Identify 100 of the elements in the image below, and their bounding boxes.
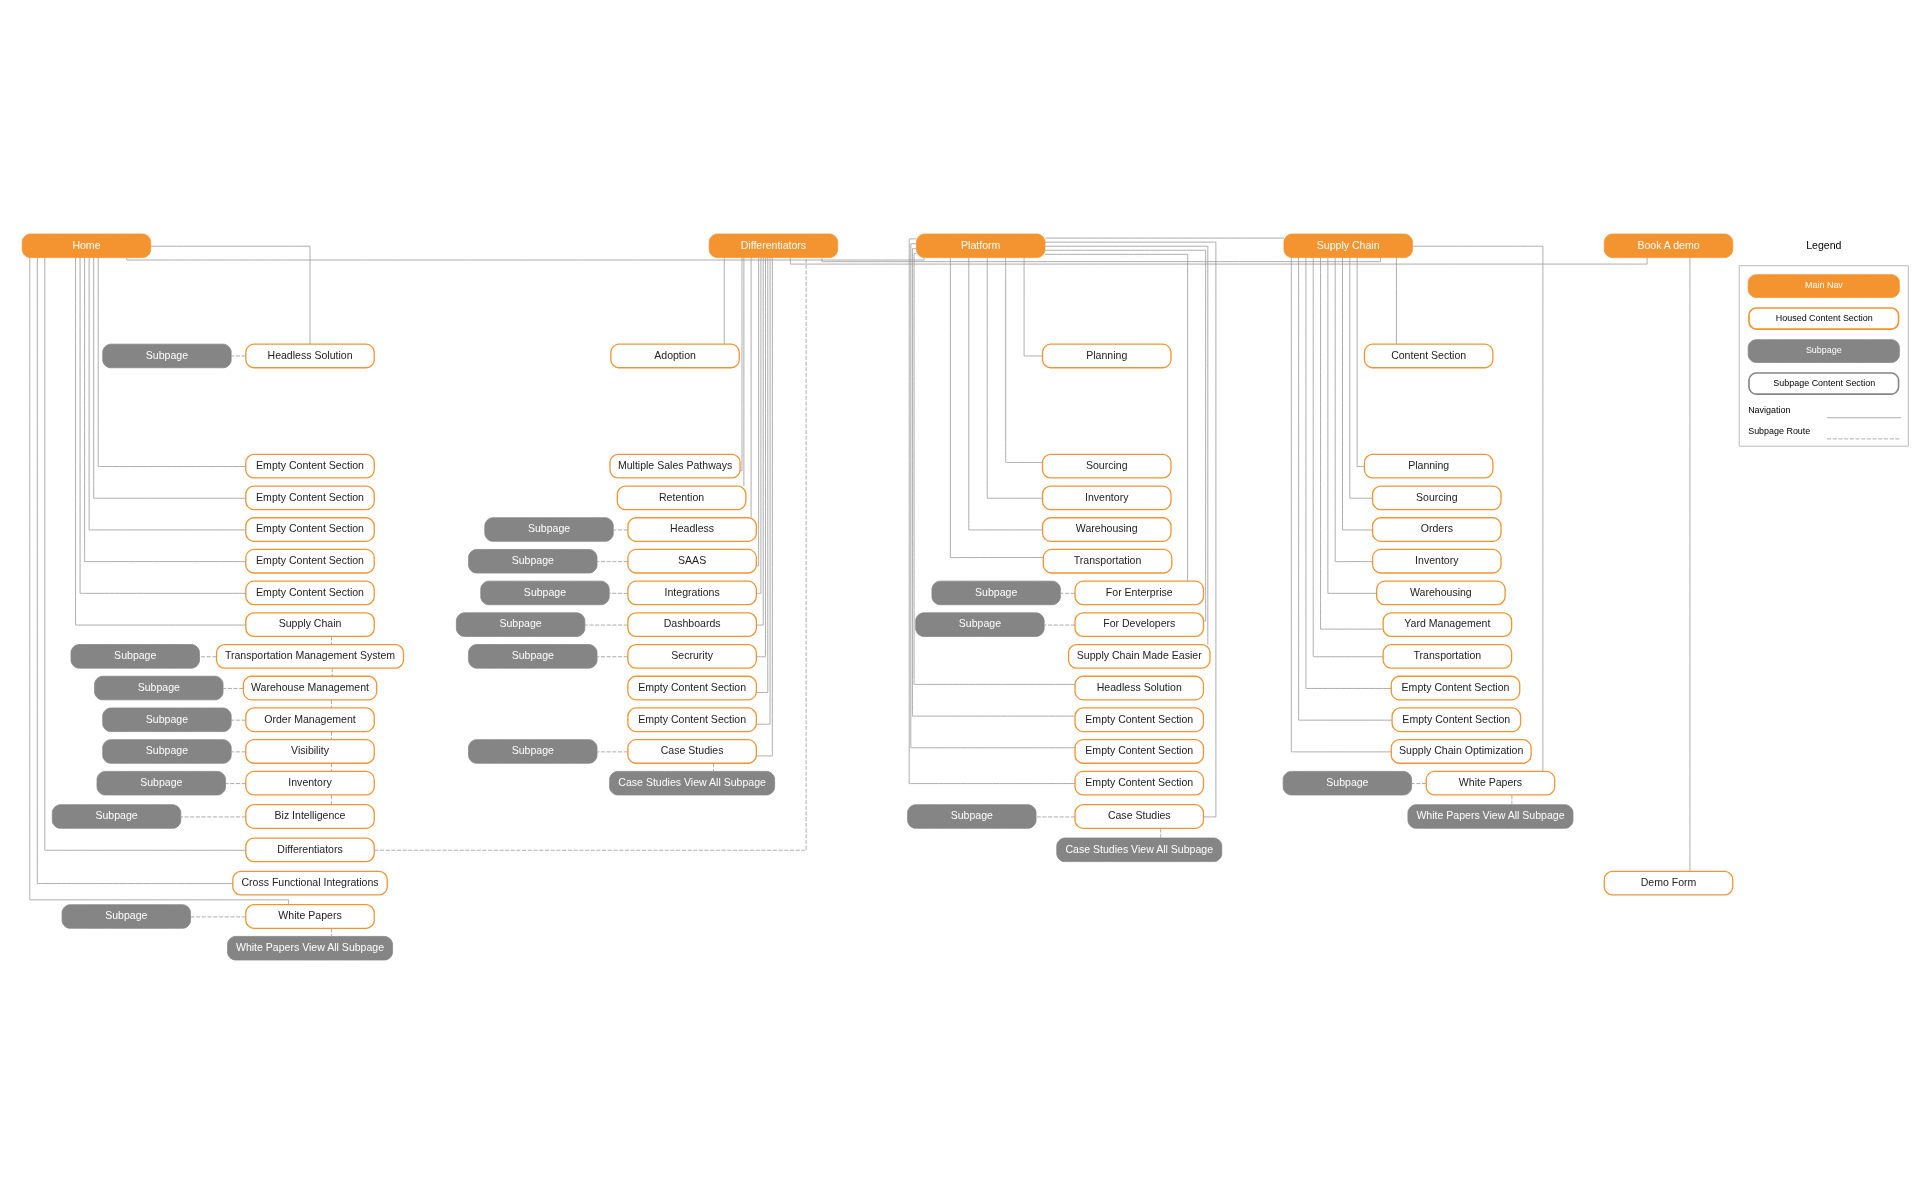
node-box: For Developers xyxy=(1074,611,1205,637)
node-box: Inventory xyxy=(245,770,375,796)
connector xyxy=(29,256,290,905)
node-box: Subpage xyxy=(94,675,224,700)
connector xyxy=(190,916,247,917)
connector xyxy=(821,256,1381,262)
legend-label: Navigation xyxy=(1748,404,1791,415)
connector xyxy=(1689,256,1691,872)
connector xyxy=(1160,827,1162,838)
connector xyxy=(756,257,760,566)
node-box: Empty Content Section xyxy=(1390,675,1521,700)
connector xyxy=(756,256,773,756)
node-box: Empty Content Section xyxy=(1074,770,1205,796)
connector xyxy=(1412,245,1544,772)
connector xyxy=(596,655,629,657)
node-box: Supply Chain xyxy=(245,611,375,637)
label: Legend xyxy=(1806,238,1842,251)
node-box: White Papers xyxy=(1425,770,1556,796)
legend-label: Main Nav xyxy=(1805,279,1843,290)
node-box: White Papers xyxy=(245,903,375,929)
connector xyxy=(756,256,766,657)
node-box: Visibility xyxy=(245,738,375,764)
node-box: Transportation xyxy=(1382,643,1513,669)
node-box: Platform xyxy=(916,233,1046,258)
connector xyxy=(331,762,332,772)
node-box: Empty Content Section xyxy=(1391,706,1522,732)
connector xyxy=(1327,256,1377,594)
connector xyxy=(1043,624,1076,625)
node-box: Headless Solution xyxy=(245,343,375,368)
node-box: Empty Content Section xyxy=(245,548,375,574)
node-box: Subpage xyxy=(468,548,598,573)
node-box: Empty Content Section xyxy=(245,484,375,510)
node-box: Subpage xyxy=(484,516,614,542)
node-box: Subpage xyxy=(102,707,232,732)
node-box: Case Studies xyxy=(627,738,757,764)
node-box: Differentiators xyxy=(708,233,839,258)
node-box: Sourcing xyxy=(1041,453,1172,479)
node-box: Subpage xyxy=(61,903,191,929)
node-box: Subpage xyxy=(102,343,232,368)
connector xyxy=(608,592,629,594)
node-box: Empty Content Section xyxy=(1074,738,1205,764)
node-box: Headless Solution xyxy=(1074,675,1205,700)
legend-label: Subpage Content Section xyxy=(1773,377,1876,388)
node-box: Warehousing xyxy=(1041,516,1172,542)
node-box: Empty Content Section xyxy=(627,675,757,700)
node-box: Adoption xyxy=(610,343,740,368)
node-box: Subpage xyxy=(907,803,1037,829)
legend-label: Housed Content Section xyxy=(1775,312,1873,323)
node-box: Differentiators xyxy=(245,836,375,862)
node-box: Empty Content Section xyxy=(245,580,375,605)
connector xyxy=(1312,256,1384,657)
connector xyxy=(1060,592,1076,594)
connector xyxy=(584,624,629,625)
connector xyxy=(331,667,333,677)
connector xyxy=(743,256,745,486)
connector xyxy=(230,719,246,721)
connector xyxy=(1349,256,1373,499)
node-box: Case Studies xyxy=(1074,803,1205,829)
connector xyxy=(230,355,246,356)
connector xyxy=(750,256,752,518)
connector xyxy=(1044,253,1189,581)
node-box: Empty Content Section xyxy=(245,516,375,542)
connector xyxy=(331,635,332,645)
connector xyxy=(1396,256,1397,344)
connector xyxy=(180,816,246,817)
node-box: White Papers View All Subpage xyxy=(1407,803,1574,829)
legend-label: Subpage xyxy=(1805,344,1842,355)
connector xyxy=(222,687,244,689)
node-box: Warehouse Management xyxy=(242,675,378,700)
node-box: Warehousing xyxy=(1376,580,1506,605)
node-box: Empty Content Section xyxy=(245,453,375,479)
node-box: Home xyxy=(21,233,152,258)
node-box: Biz Intelligence xyxy=(245,803,375,829)
connector xyxy=(331,698,332,708)
node-box: Empty Content Section xyxy=(627,706,757,732)
node-box: Case Studies View All Subpage xyxy=(1056,837,1223,862)
node-box: Subpage xyxy=(931,580,1061,605)
connector xyxy=(331,730,332,740)
connector xyxy=(968,256,1043,530)
connector xyxy=(596,560,629,562)
node-box: Subpage xyxy=(455,611,586,637)
node-box: Yard Management xyxy=(1382,611,1513,637)
node-box: For Enterprise xyxy=(1074,580,1205,605)
node-box: Cross Functional Integrations xyxy=(232,870,388,896)
node-box: Subpage xyxy=(102,738,232,764)
node-box: Supply Chain Optimization xyxy=(1390,738,1532,764)
node-box: Demo Form xyxy=(1603,870,1734,896)
node-box: Orders xyxy=(1371,516,1502,542)
node-box: Subpage xyxy=(468,643,598,669)
connector xyxy=(331,927,332,937)
connector xyxy=(949,256,1044,558)
node-box: Subpage xyxy=(1282,770,1412,795)
node-box: Subpage xyxy=(468,738,598,764)
node-box: Sourcing xyxy=(1371,484,1502,510)
connector xyxy=(150,245,311,344)
connector xyxy=(756,256,769,693)
connector xyxy=(790,256,1648,264)
connector xyxy=(225,782,247,784)
node-box: Headless xyxy=(627,516,757,542)
node-box: Transportation xyxy=(1042,548,1173,574)
